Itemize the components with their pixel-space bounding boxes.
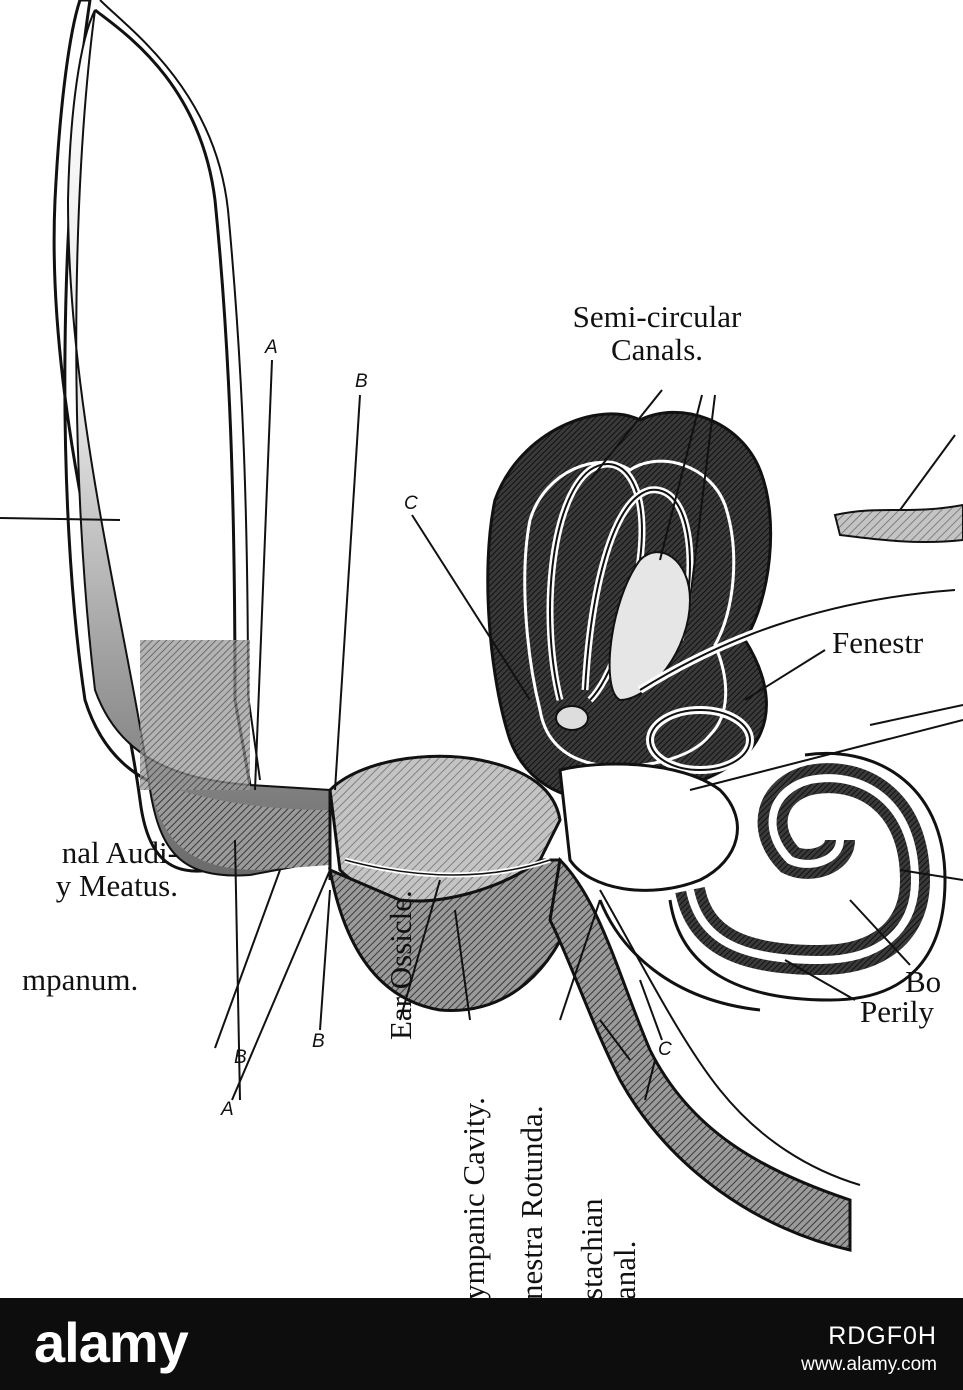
letter-a-bottom: A — [221, 1099, 234, 1120]
label-fenestra-rotunda: nestra Rotunda. — [514, 1105, 549, 1298]
label-line: nal Audi- — [61, 835, 178, 870]
label-fenestra-ovalis: Fenestr — [832, 625, 924, 660]
label-bony: Bo — [905, 964, 942, 999]
label-eustachian-canal: stachian anal. — [574, 1198, 642, 1298]
letter-b-top: B — [355, 371, 368, 392]
cochlea — [558, 751, 947, 1012]
ear-anatomy-drawing — [0, 0, 963, 1252]
label-line: Canals. — [610, 332, 704, 367]
letter-a-top: A — [265, 337, 278, 358]
label-tympanum: mpanum. — [22, 962, 139, 997]
label-semicircular-canals: Semi-circular Canals. — [562, 300, 752, 366]
watermark-footer: alamy RDGF0H www.alamy.com — [0, 1298, 963, 1390]
letter-c-bottom: C — [658, 1039, 672, 1060]
label-perilymph: Perily — [860, 994, 935, 1029]
label-external-auditory-meatus: nal Audi- y Meatus. — [0, 836, 178, 902]
site-url: www.alamy.com — [801, 1354, 937, 1375]
letter-c-top: C — [404, 493, 418, 514]
label-line: stachian — [574, 1198, 609, 1298]
letter-b-lower: B — [312, 1031, 325, 1052]
image-id: RDGF0H — [828, 1322, 937, 1350]
label-line: y Meatus. — [55, 868, 178, 903]
brand-logo: alamy — [34, 1311, 189, 1374]
diagram-figure: Semi-circular Canals. Fenestr nal Audi- … — [0, 0, 963, 1298]
label-line: Semi-circular — [572, 299, 742, 334]
label-line: anal. — [607, 1240, 642, 1298]
leader-lines — [0, 359, 963, 1101]
tympanic-cavity — [328, 754, 572, 1012]
label-tympanic-cavity: ympanic Cavity. — [456, 1097, 491, 1298]
external-sac — [52, 0, 332, 877]
letter-b-bottom: B — [234, 1047, 247, 1068]
semicircular-canals — [486, 410, 963, 802]
label-ear-ossicle: Ear Ossicle. — [383, 890, 418, 1040]
